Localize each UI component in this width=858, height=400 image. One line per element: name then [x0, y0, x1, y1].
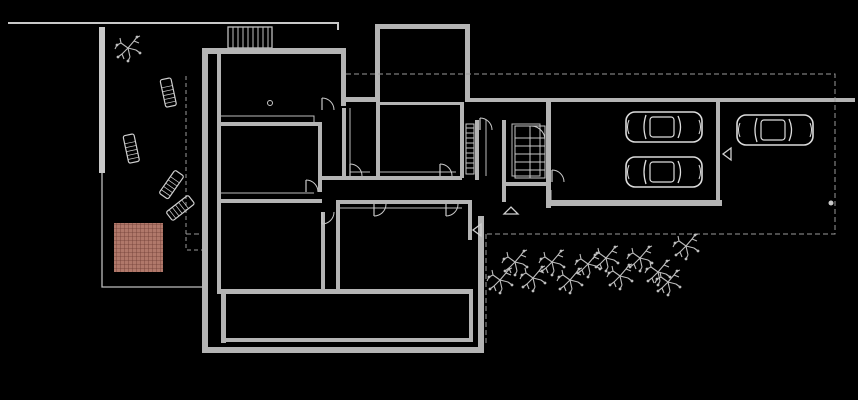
lounge-chairs [122, 77, 196, 222]
interior-stair [465, 123, 546, 179]
lounge-chair-icon [158, 169, 185, 200]
entry-arrow-icon [502, 206, 520, 215]
door-icon [349, 163, 363, 177]
entry-arrows [471, 146, 732, 238]
car-icon [736, 114, 814, 146]
exterior-stair-north [227, 26, 273, 49]
fixture-marker [267, 100, 273, 106]
tree-icon [592, 245, 620, 273]
tree-icon [486, 267, 514, 295]
door-icon [551, 169, 565, 183]
car-icon [625, 111, 703, 143]
fixture-marker [828, 200, 834, 206]
tree-icon [519, 265, 547, 293]
site-boundary [186, 73, 836, 346]
lounge-chair-icon [159, 77, 178, 108]
door-icon [439, 163, 453, 177]
door-icon [445, 203, 459, 217]
terrace-area [8, 22, 339, 288]
building-walls [202, 24, 855, 353]
car-icon [625, 156, 703, 188]
wood-deck [114, 223, 163, 272]
vegetation-row [486, 233, 700, 297]
entry-arrow-icon [721, 146, 732, 162]
lounge-chair-icon [122, 133, 141, 164]
tree-icon [672, 233, 700, 261]
tree-icon [114, 35, 142, 63]
lounge-chair-icon [165, 194, 196, 222]
door-icon [373, 203, 387, 217]
door-icon [321, 97, 335, 111]
entry-arrow-icon [471, 222, 482, 238]
door-icon [305, 179, 319, 193]
